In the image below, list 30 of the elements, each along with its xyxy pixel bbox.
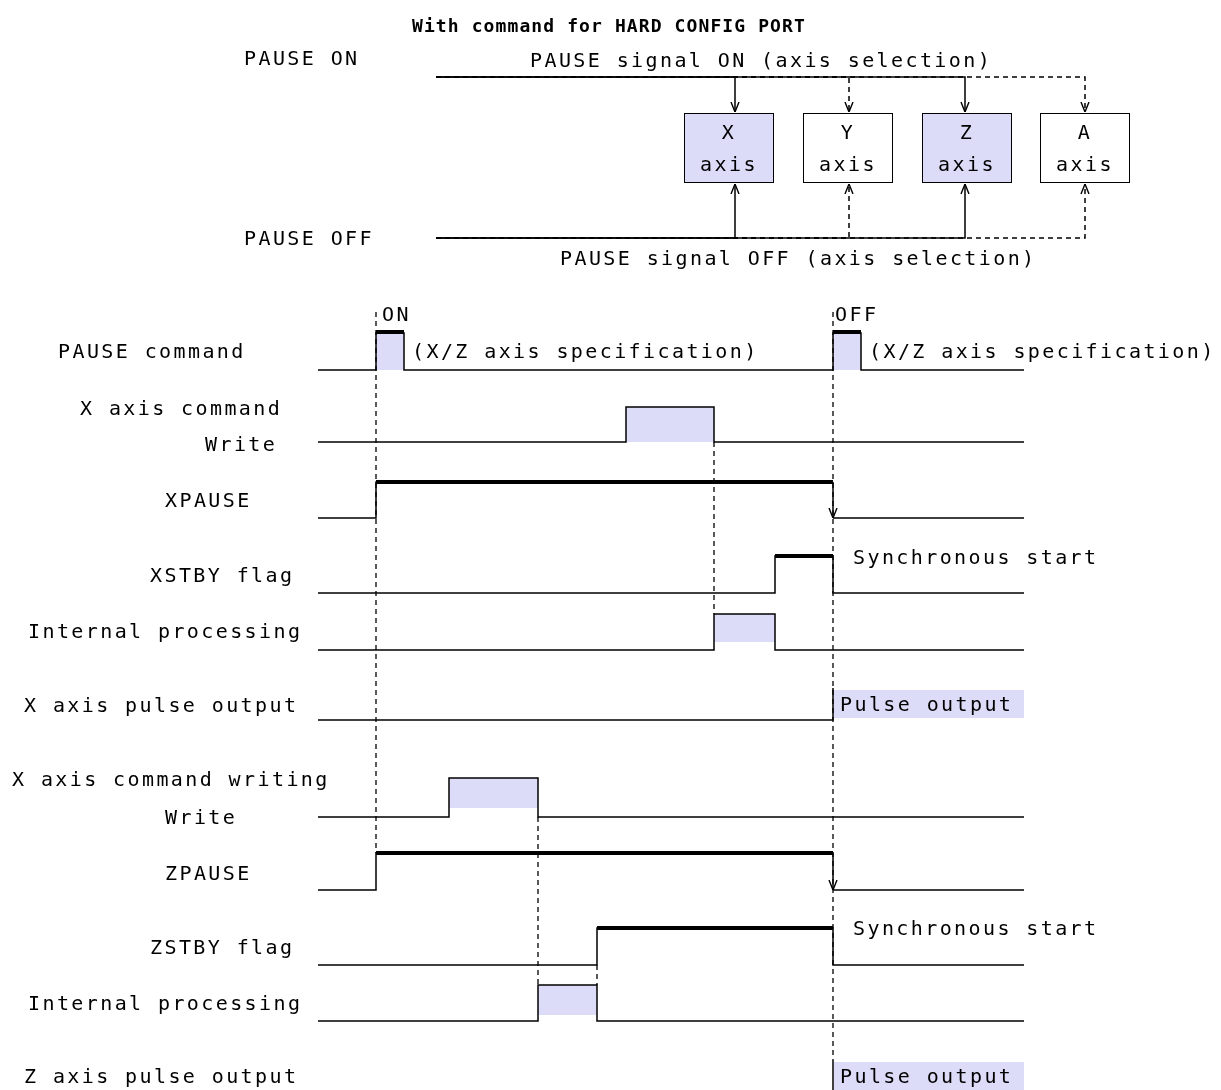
- axis-box: X axis: [684, 113, 774, 183]
- arrow: [435, 183, 1090, 239]
- signal-name: PAUSE OFF: [244, 226, 436, 252]
- signal-name: Z axis pulse output: [24, 1064, 299, 1088]
- signal-name: X axis command writing: [12, 767, 330, 791]
- signal-name: ZPAUSE: [165, 861, 252, 885]
- timing-label: ON: [382, 302, 411, 326]
- signal-name: Internal processing: [28, 991, 303, 1015]
- axis-box: Z axis: [922, 113, 1012, 183]
- axis-box: Y axis: [803, 113, 893, 183]
- timing-label: (X/Z axis specification): [869, 339, 1216, 363]
- signal-name: Write: [165, 805, 238, 829]
- signal-name: X axis pulse output: [24, 693, 299, 717]
- signal-name: Write: [205, 432, 278, 456]
- signal-name: Internal processing: [28, 619, 303, 643]
- arrow: [435, 76, 1090, 113]
- signal-name: XPAUSE: [165, 488, 252, 512]
- signal-name: ZSTBY flag: [150, 935, 295, 959]
- signal-name: PAUSE command: [58, 339, 246, 363]
- signal-name: X axis command: [80, 396, 283, 420]
- pulse-output-bar: Pulse output: [834, 690, 1024, 718]
- timing-label: (X/Z axis specification): [412, 339, 759, 363]
- signal-name: XSTBY flag: [150, 563, 295, 587]
- axis-box: A axis: [1040, 113, 1130, 183]
- signal-name: PAUSE ON: [244, 46, 436, 78]
- diagram-title: With command for HARD CONFIG PORT: [412, 14, 806, 38]
- timing-label: OFF: [835, 302, 879, 326]
- timing-label: Synchronous start: [853, 916, 1099, 940]
- pulse-output-bar: Pulse output: [834, 1062, 1024, 1090]
- timing-label: Synchronous start: [853, 545, 1099, 569]
